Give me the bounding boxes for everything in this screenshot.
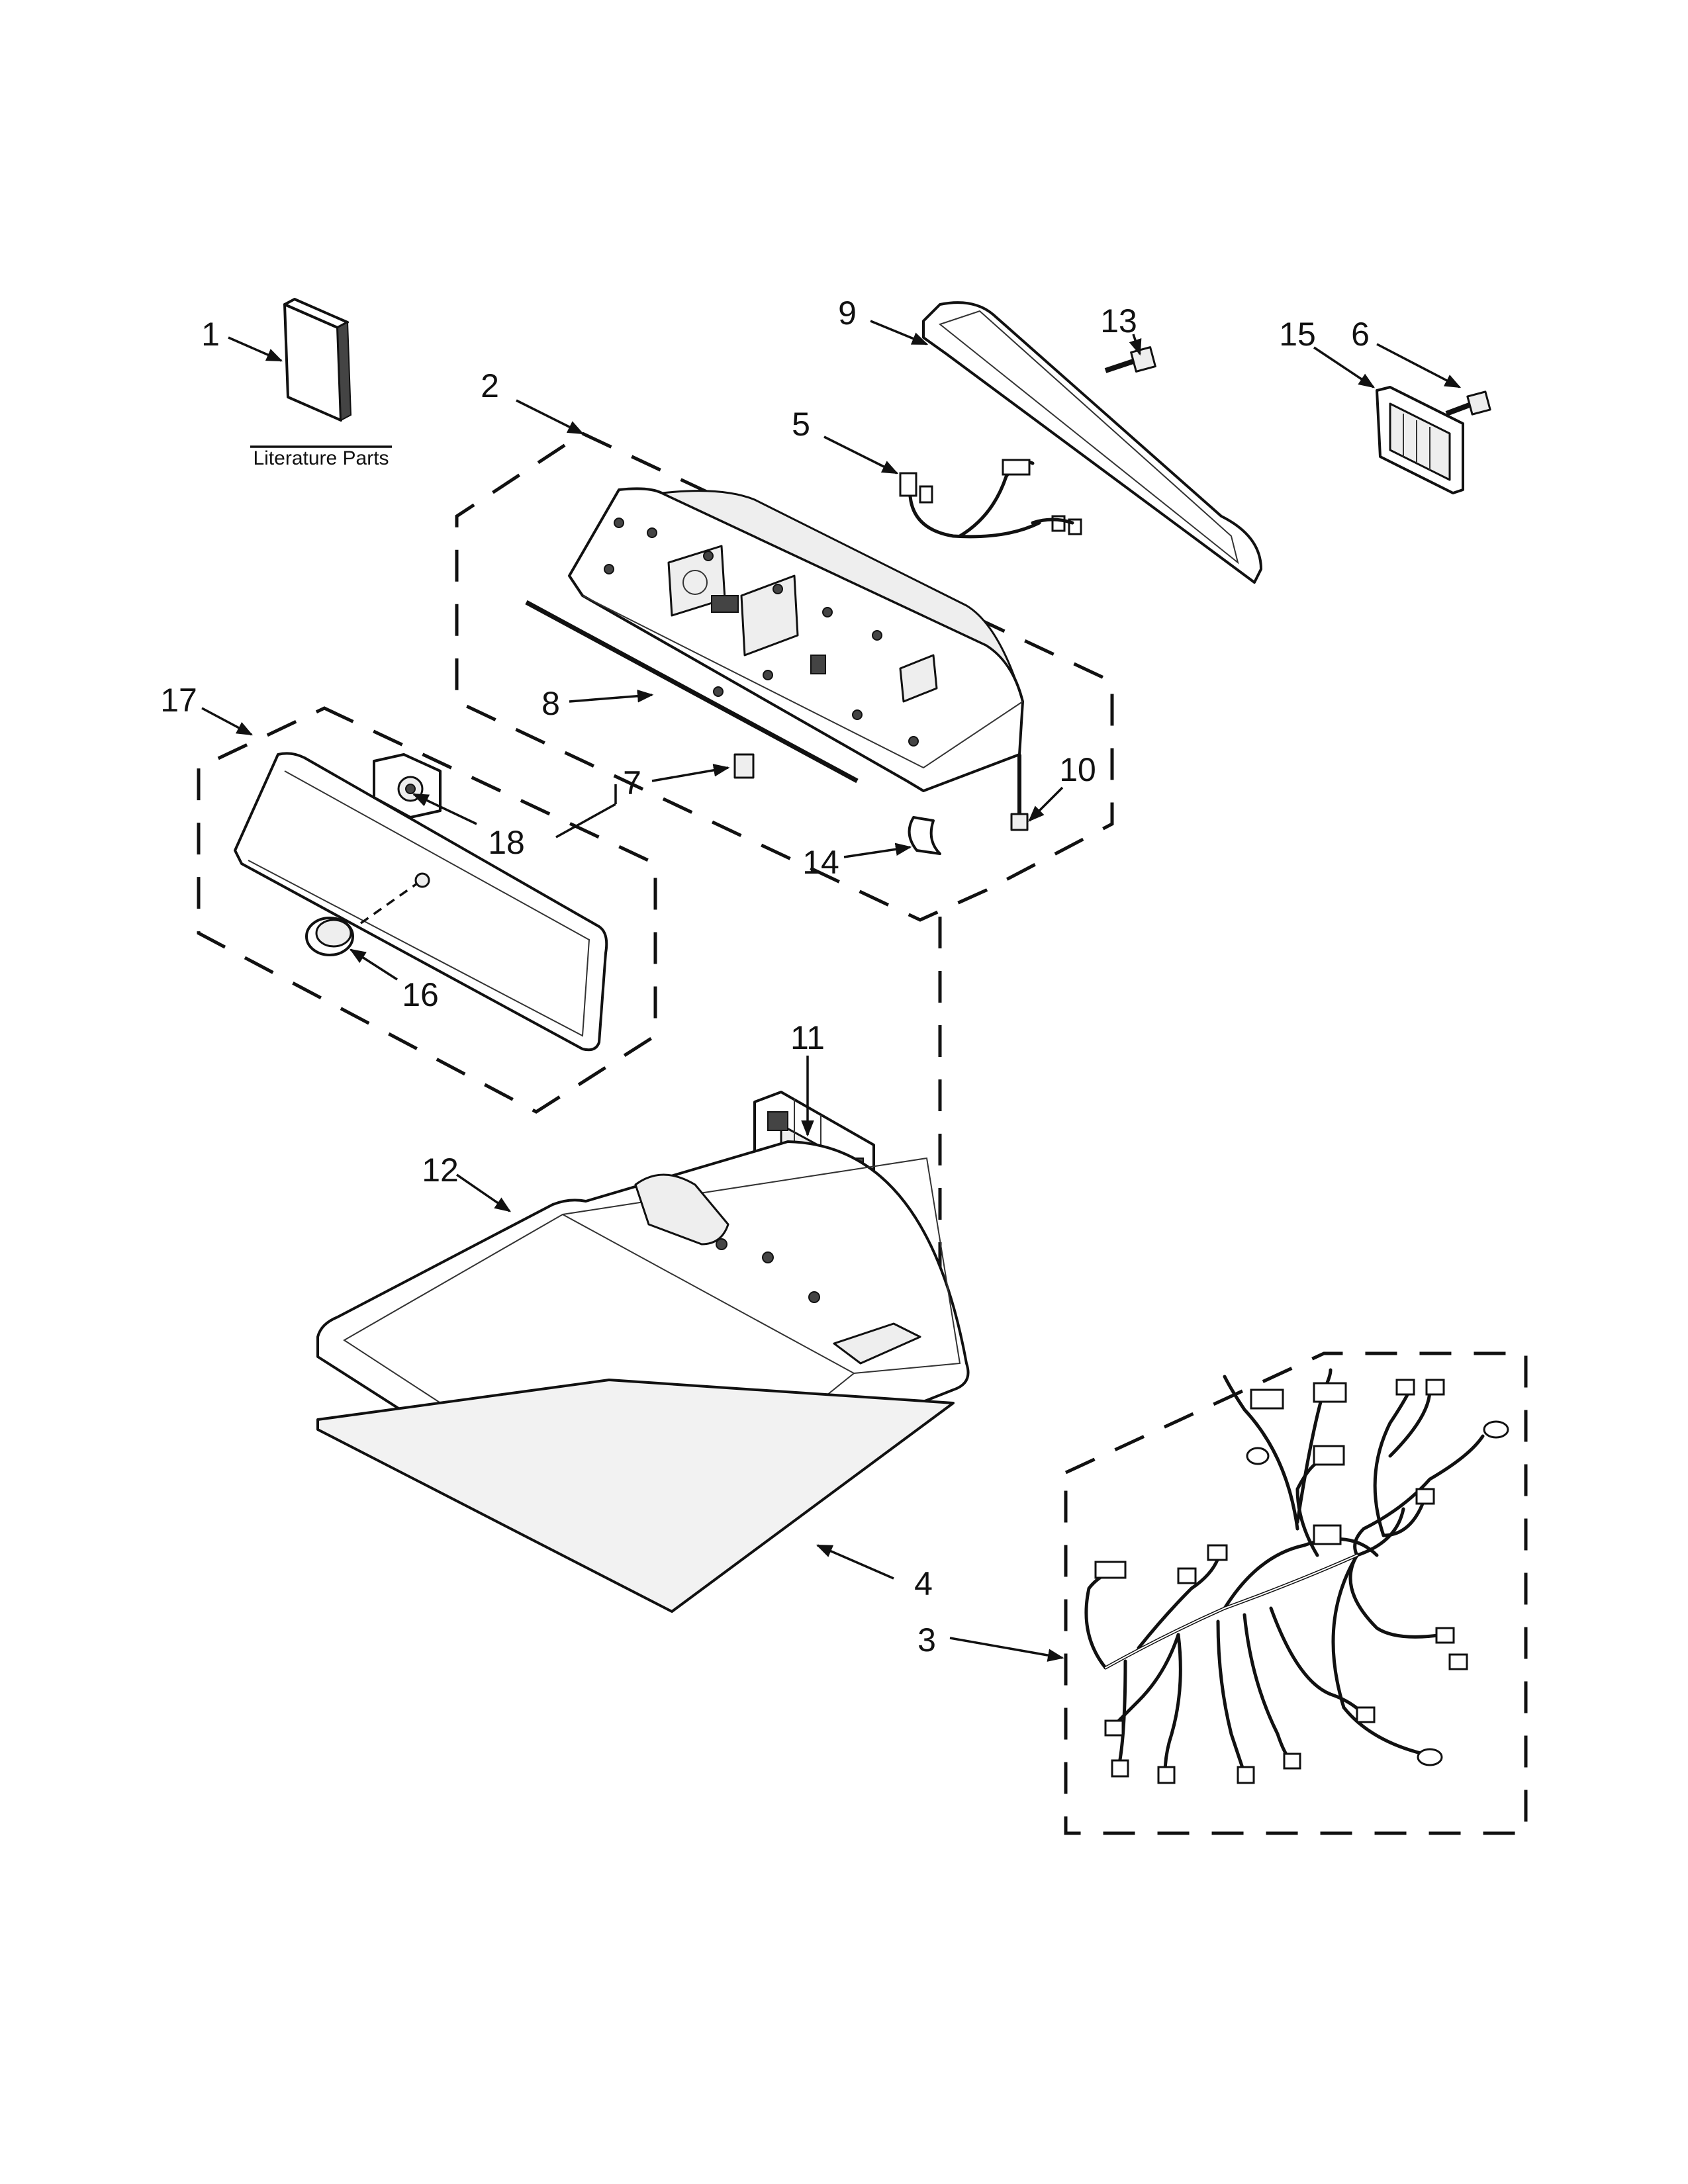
callout-4: 4: [914, 1565, 933, 1602]
switch-wire-harness-part: [899, 459, 1082, 539]
screw-part-13: [1104, 346, 1156, 373]
callout-10: 10: [1059, 751, 1096, 788]
callout-12: 12: [422, 1152, 459, 1189]
wire-clip-part: [908, 816, 941, 855]
harness-group-outline: [1064, 1351, 1528, 1835]
callout-15: 15: [1279, 316, 1316, 353]
callout-16: 16: [402, 976, 439, 1013]
console-panel-part: [234, 752, 608, 1052]
screw-part-10: [1010, 754, 1029, 831]
callout-14: 14: [802, 844, 839, 881]
mounting-bracket-part: [1376, 386, 1464, 494]
callout-18: 18: [488, 824, 525, 861]
callout-2: 2: [481, 367, 499, 404]
panel-group-outline: [197, 706, 657, 1114]
console-housing-part: [568, 487, 1024, 792]
callout-11: 11: [790, 1019, 825, 1056]
console-group-outline: [455, 432, 1114, 922]
callout-1: 1: [201, 316, 220, 353]
callout-3: 3: [917, 1621, 936, 1659]
knob-part: [305, 872, 430, 956]
callout-5: 5: [792, 406, 810, 443]
trim-strip-part: [525, 600, 859, 784]
console-bracket-part: [922, 301, 1262, 584]
callout-13: 13: [1100, 302, 1137, 340]
leader-lines: [201, 320, 1462, 1662]
callout-17: 17: [160, 682, 197, 719]
literature-book-icon: [283, 298, 352, 422]
clip-part: [733, 753, 755, 779]
literature-parts-label: Literature Parts: [253, 447, 389, 469]
main-wire-harness-part: [1084, 1368, 1509, 1784]
callout-6: 6: [1351, 316, 1370, 353]
screw-part-6: [1445, 390, 1491, 416]
insulation-pad-part: [316, 1379, 955, 1613]
callout-9: 9: [838, 295, 857, 332]
callout-8: 8: [541, 685, 560, 722]
callout-7: 7: [623, 764, 641, 801]
